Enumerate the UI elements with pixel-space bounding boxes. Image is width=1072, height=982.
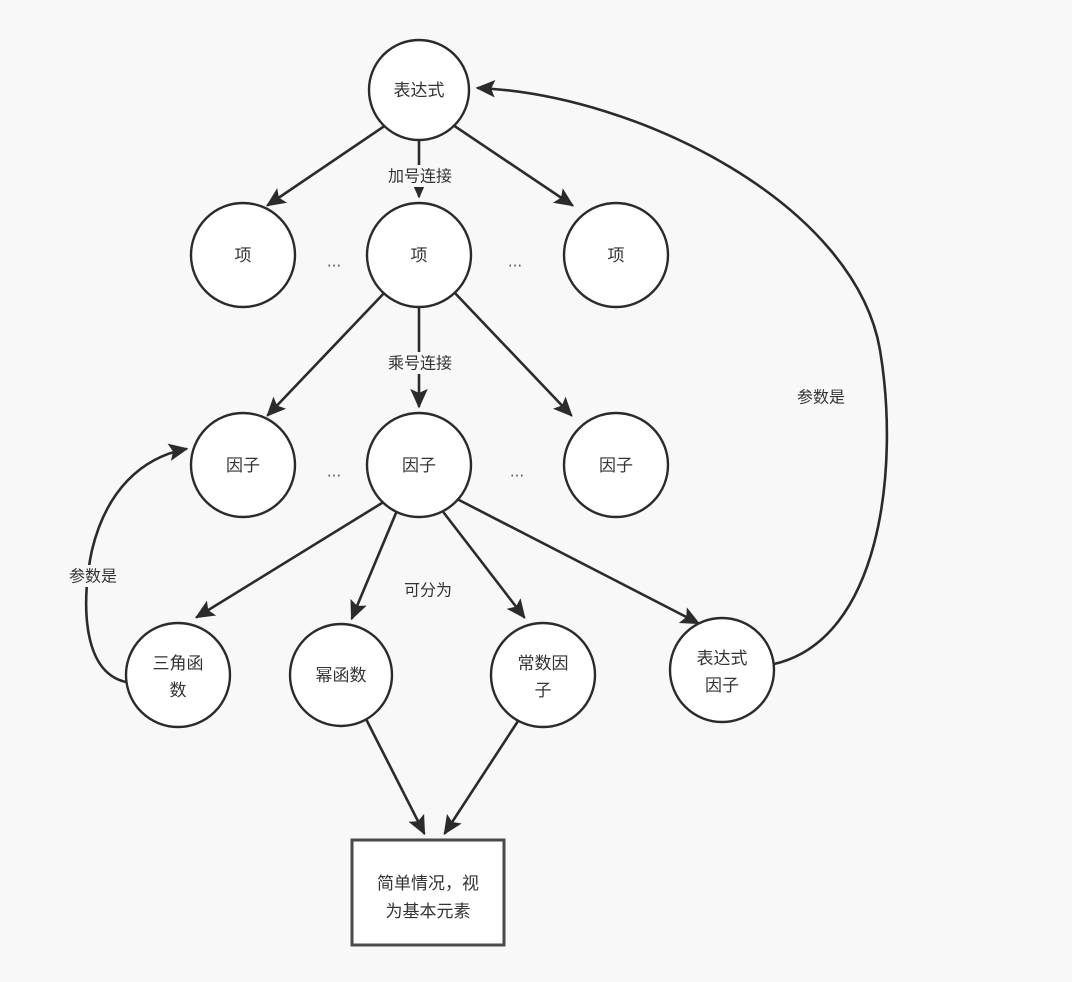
edge-constant-to-basic-box (443, 716, 522, 836)
node-constant-factor[interactable]: 常数因 子 (489, 621, 597, 729)
edge-term-to-factor-right (451, 289, 573, 417)
node-term-right[interactable]: 项 (562, 201, 670, 309)
node-term-left-circle[interactable] (189, 201, 297, 309)
ellipsis-term-gap-left: ... (327, 253, 341, 271)
edge-power-to-basic-box (364, 717, 426, 836)
edge-label-times-connect: 乘号连接 (374, 352, 466, 374)
edge-factor-to-expression-factor (457, 498, 701, 625)
node-basic-element-box-label-line2: 为基本元素 (386, 902, 471, 922)
node-factor-left[interactable]: 因子 (189, 411, 297, 519)
edge-expression-to-term-left (265, 123, 388, 207)
edge-factor-to-power (350, 511, 398, 621)
edge-label-times-connect-text: 乘号连接 (388, 354, 452, 373)
edge-label-plus-connect-text: 加号连接 (388, 167, 452, 186)
node-power-function[interactable]: 幂函数 (288, 622, 394, 728)
ellipsis-term-gap-right: ... (508, 253, 522, 271)
edge-term-to-factor-left (266, 289, 388, 417)
ellipsis-factor-gap-right: ... (510, 463, 524, 481)
edge-trig-to-factor-left (84, 443, 189, 684)
edge-expression-to-term-right (451, 123, 575, 207)
edge-expression-factor-to-expression (475, 79, 889, 666)
edge-label-param-is-right-text: 参数是 (797, 388, 845, 407)
edge-label-param-is-left-text: 参数是 (69, 567, 117, 586)
node-basic-element-box-label-line1: 简单情况，视 (377, 874, 479, 894)
edge-factor-to-constant (442, 511, 526, 619)
node-term-right-circle[interactable] (562, 201, 670, 309)
node-expression[interactable]: 表达式 (367, 38, 471, 142)
edge-label-param-is-right: 参数是 (785, 386, 857, 408)
node-power-function-circle[interactable] (288, 622, 394, 728)
ellipsis-factor-gap-left: ... (327, 463, 341, 481)
node-trig-function-circle[interactable] (124, 621, 232, 729)
node-expression-circle[interactable] (367, 38, 471, 142)
node-term-mid[interactable]: 项 (365, 201, 473, 309)
node-factor-mid[interactable]: 因子 (365, 411, 473, 519)
node-term-left[interactable]: 项 (189, 201, 297, 309)
edge-label-plus-connect: 加号连接 (374, 165, 466, 187)
node-trig-function[interactable]: 三角函 数 (124, 621, 232, 729)
edge-label-can-divide-into: 可分为 (392, 579, 464, 601)
edge-factor-to-trig (194, 501, 384, 619)
edge-label-can-divide-into-text: 可分为 (404, 581, 452, 600)
node-term-mid-circle[interactable] (365, 201, 473, 309)
node-factor-right[interactable]: 因子 (562, 411, 670, 519)
node-basic-element-box-rect[interactable] (350, 838, 506, 947)
node-expression-factor[interactable]: 表达式 因子 (668, 616, 776, 724)
node-basic-element-box[interactable]: 简单情况，视 为基本元素 (350, 838, 506, 947)
node-factor-mid-circle[interactable] (365, 411, 473, 519)
edge-label-param-is-left: 参数是 (57, 565, 129, 587)
node-factor-left-circle[interactable] (189, 411, 297, 519)
node-constant-factor-circle[interactable] (489, 621, 597, 729)
node-factor-right-circle[interactable] (562, 411, 670, 519)
node-expression-factor-circle[interactable] (668, 616, 776, 724)
